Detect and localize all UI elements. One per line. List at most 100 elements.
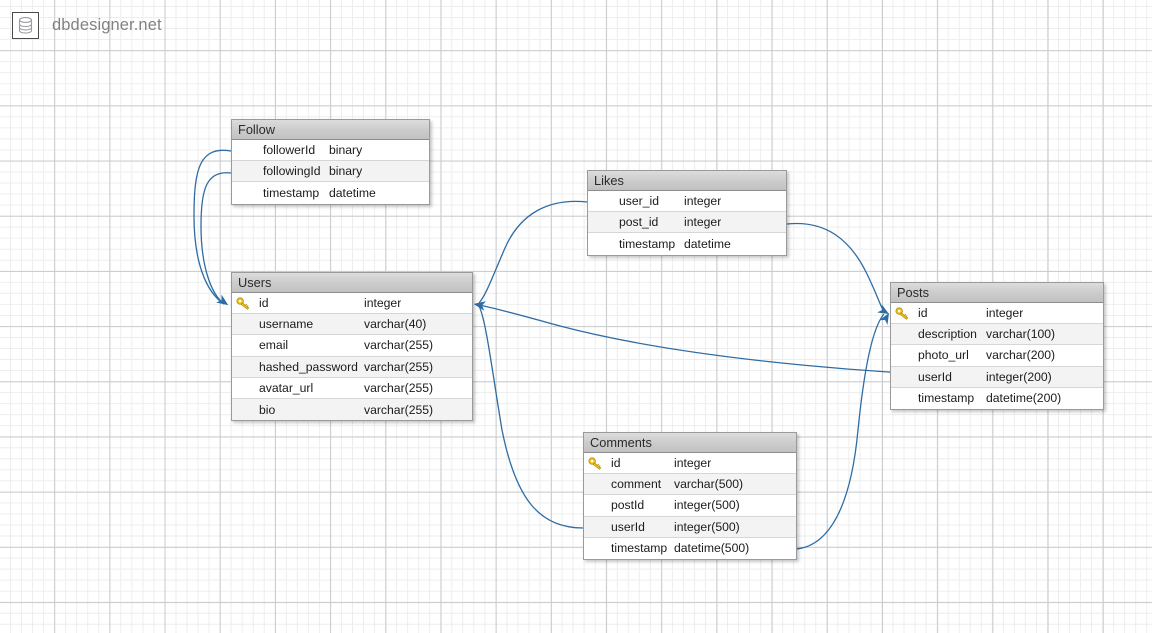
- relationship-link[interactable]: [473, 200, 588, 311]
- column-type: datetime(500): [674, 541, 750, 556]
- column-type: varchar(200): [986, 348, 1056, 363]
- column-type: varchar(255): [364, 380, 434, 395]
- column-type: integer: [684, 215, 722, 230]
- table-row[interactable]: timestamp datetime: [232, 182, 429, 204]
- table-row[interactable]: photo_url varchar(200): [891, 345, 1103, 367]
- table-row[interactable]: timestamp datetime: [588, 233, 786, 255]
- column-list: followerId binary followingId binary timesta…: [232, 140, 429, 204]
- table-row[interactable]: post_id integer: [588, 212, 786, 234]
- table-row[interactable]: comment varchar(500): [584, 474, 796, 496]
- table-title[interactable]: Users: [232, 273, 472, 293]
- key-cell: [232, 297, 254, 310]
- table-row[interactable]: id integer: [891, 303, 1103, 325]
- column-type: datetime(200): [986, 391, 1062, 406]
- table-row[interactable]: bio varchar(255): [232, 398, 472, 421]
- column-name: userId: [918, 369, 952, 384]
- table-title[interactable]: Follow: [232, 120, 429, 140]
- table-row[interactable]: timestamp datetime(500): [584, 537, 796, 559]
- column-list: id integer description varchar(100) photo_ur…: [891, 303, 1103, 409]
- table-row[interactable]: description varchar(100): [891, 324, 1103, 346]
- table-comments[interactable]: Comments id integer comment varchar(500) post…: [583, 432, 797, 560]
- column-type: varchar(255): [364, 402, 434, 417]
- table-row[interactable]: timestamp datetime(200): [891, 387, 1103, 409]
- column-type: varchar(255): [364, 359, 434, 374]
- column-name: timestamp: [918, 391, 975, 406]
- relationship-link[interactable]: [193, 149, 232, 308]
- column-name: post_id: [619, 215, 659, 230]
- table-row[interactable]: id integer: [584, 453, 796, 475]
- relationship-arrowhead: [216, 294, 228, 305]
- relationship-link[interactable]: [473, 299, 584, 529]
- primary-key-icon: [235, 297, 249, 310]
- column-name: hashed_password: [259, 359, 358, 374]
- column-name: comment: [611, 477, 662, 492]
- table-row[interactable]: username varchar(40): [232, 314, 472, 336]
- column-type: varchar(100): [986, 327, 1056, 342]
- table-posts[interactable]: Posts id integer description varchar(100) pho…: [890, 282, 1104, 410]
- column-type: varchar(500): [674, 477, 744, 492]
- table-row[interactable]: userId integer(200): [891, 366, 1103, 388]
- table-title[interactable]: Likes: [588, 171, 786, 191]
- column-type: varchar(40): [364, 317, 427, 332]
- database-icon: [12, 12, 39, 39]
- column-name: id: [611, 456, 621, 471]
- column-name: timestamp: [611, 541, 668, 556]
- table-row[interactable]: email varchar(255): [232, 335, 472, 357]
- key-cell: [891, 307, 913, 320]
- table-title[interactable]: Posts: [891, 283, 1103, 303]
- column-list: id integer username varchar(40) email varchar…: [232, 293, 472, 421]
- column-type: datetime: [684, 236, 731, 251]
- column-name: description: [918, 327, 977, 342]
- column-type: integer: [674, 456, 712, 471]
- column-type: integer(500): [674, 519, 740, 534]
- column-type: integer(500): [674, 498, 740, 513]
- column-type: integer: [364, 296, 402, 311]
- relationship-arrowhead: [474, 301, 486, 311]
- column-name: user_id: [619, 194, 659, 209]
- relationship-arrowhead: [474, 301, 486, 311]
- column-name: id: [259, 296, 269, 311]
- table-row[interactable]: user_id integer: [588, 191, 786, 213]
- column-name: photo_url: [918, 348, 969, 363]
- table-row[interactable]: hashed_password varchar(255): [232, 356, 472, 378]
- table-title[interactable]: Comments: [584, 433, 796, 453]
- column-name: bio: [259, 402, 276, 417]
- relationship-link[interactable]: [200, 172, 232, 309]
- table-row[interactable]: userId integer(500): [584, 516, 796, 538]
- column-name: followingId: [263, 164, 321, 179]
- column-type: binary: [329, 164, 363, 179]
- column-list: id integer comment varchar(500) postId intege…: [584, 453, 796, 559]
- column-name: avatar_url: [259, 380, 314, 395]
- column-type: binary: [329, 143, 363, 158]
- column-name: username: [259, 317, 314, 332]
- app-logo[interactable]: dbdesigner.net: [12, 12, 162, 39]
- column-name: email: [259, 338, 289, 353]
- relationship-arrowhead: [216, 294, 228, 305]
- column-name: timestamp: [619, 236, 676, 251]
- column-type: datetime: [329, 185, 376, 200]
- table-row[interactable]: avatar_url varchar(255): [232, 377, 472, 399]
- column-name: postId: [611, 498, 645, 513]
- column-name: id: [918, 306, 928, 321]
- table-row[interactable]: followerId binary: [232, 140, 429, 162]
- table-row[interactable]: followingId binary: [232, 161, 429, 183]
- column-type: integer: [986, 306, 1024, 321]
- primary-key-icon: [587, 457, 601, 470]
- table-row[interactable]: postId integer(500): [584, 495, 796, 517]
- relationship-link[interactable]: [786, 222, 891, 317]
- column-type: integer(200): [986, 369, 1052, 384]
- column-name: userId: [611, 519, 645, 534]
- relationship-arrowhead: [474, 301, 486, 311]
- column-name: followerId: [263, 143, 316, 158]
- primary-key-icon: [894, 307, 908, 320]
- column-name: timestamp: [263, 185, 320, 200]
- table-row[interactable]: id integer: [232, 293, 472, 315]
- column-type: integer: [684, 194, 722, 209]
- column-type: varchar(255): [364, 338, 434, 353]
- table-users[interactable]: Users id integer username varchar(40) email va…: [231, 272, 473, 422]
- relationship-link[interactable]: [796, 311, 893, 550]
